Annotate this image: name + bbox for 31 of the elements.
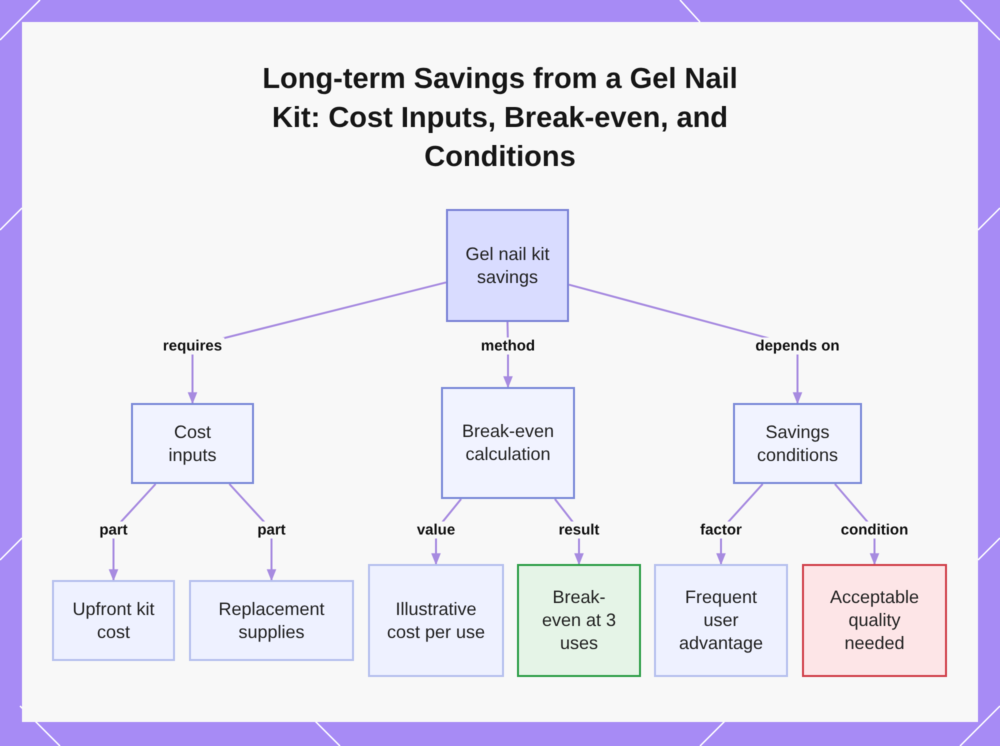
concept-box: [368, 564, 504, 677]
concept-box: [441, 387, 575, 499]
edge-label: value: [414, 522, 458, 538]
node-text: Acceptable quality needed: [828, 586, 920, 655]
concept-box: [733, 403, 862, 484]
node-text: Savings conditions: [756, 420, 840, 466]
edge-label: requires: [160, 338, 224, 354]
diagram-title: Long-term Savings from a Gel Nail Kit: Cost Inputs, Break-even, and Conditions: [261, 62, 739, 175]
concept-box: [189, 580, 354, 661]
concept-box: [446, 209, 569, 322]
edge-label: result: [556, 522, 602, 538]
edge-label: factor: [698, 522, 744, 538]
node-text: Upfront kit cost: [71, 598, 156, 644]
node-text: Frequent user advantage: [678, 586, 764, 655]
edge-label: part: [255, 522, 288, 538]
node-text: Cost inputs: [167, 420, 218, 466]
node-text: Replacement supplies: [217, 598, 326, 644]
connector-arrow: [188, 281, 446, 404]
concept-box: [654, 564, 788, 677]
node-text: Break-even at 3 uses: [540, 586, 618, 655]
node-text: Break-even calculation: [460, 420, 556, 466]
node-text: Gel nail kit savings: [464, 242, 551, 288]
concept-box: [802, 564, 947, 677]
edge-label: method: [478, 338, 538, 354]
edge-label: part: [97, 522, 130, 538]
concept-box: [52, 580, 175, 661]
edge-label: depends on: [753, 338, 842, 354]
concept-box: [517, 564, 641, 677]
concept-box: [131, 403, 254, 484]
edge-label: condition: [838, 522, 910, 538]
node-text: Illustrative cost per use: [386, 598, 486, 644]
